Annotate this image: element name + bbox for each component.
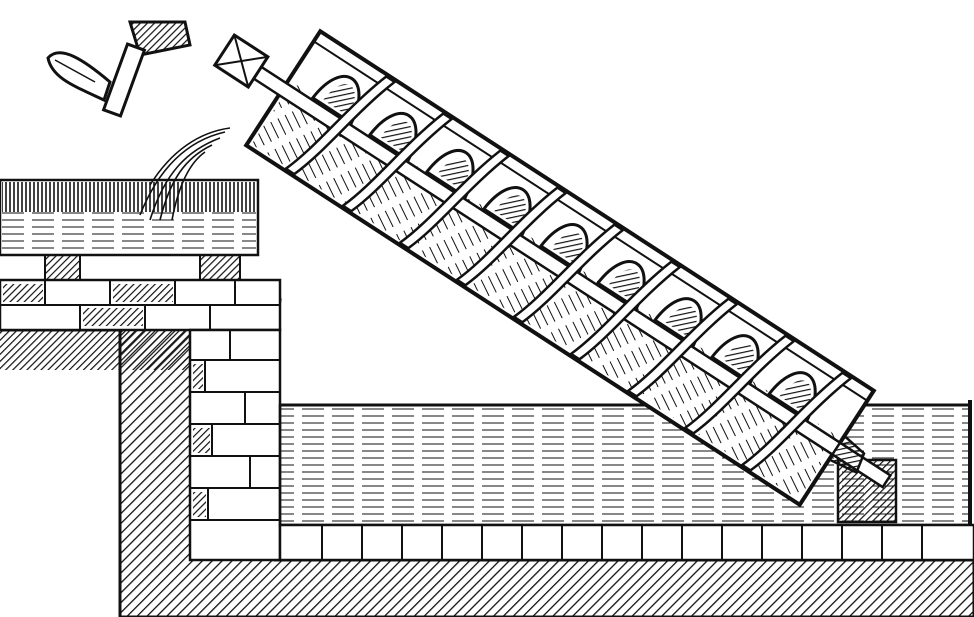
screw-flight-shading	[380, 121, 412, 154]
lower-shaft-cap	[827, 434, 866, 475]
screw-flight-shading	[437, 158, 469, 191]
screw-helix-band	[454, 186, 568, 287]
screw-flight-shading	[722, 343, 754, 376]
screw-helix-band	[625, 297, 739, 398]
archimedes-screw	[212, 28, 893, 508]
screw-helix-band	[340, 111, 454, 213]
crank-handle	[46, 20, 192, 118]
screw-flight-shading	[665, 306, 697, 339]
masonry-wall	[0, 278, 282, 562]
screw-helix-band	[283, 74, 397, 176]
screw-flight-shading	[494, 195, 526, 228]
water-outflow-stream	[139, 127, 231, 221]
screw-helix-band	[568, 260, 682, 361]
screw-flight-shading	[323, 84, 355, 117]
screw-flight-shading	[608, 269, 640, 302]
basin-floor-bricks	[321, 525, 923, 560]
screw-flight-shading	[551, 232, 583, 265]
screw-flights	[283, 74, 854, 472]
upper-trough	[0, 178, 260, 281]
screw-flight-shading	[779, 380, 811, 413]
screw-helix-band	[682, 334, 797, 435]
screw-helix-band	[397, 149, 511, 250]
screw-helix-band	[739, 371, 854, 472]
screw-helix-band	[511, 223, 625, 324]
